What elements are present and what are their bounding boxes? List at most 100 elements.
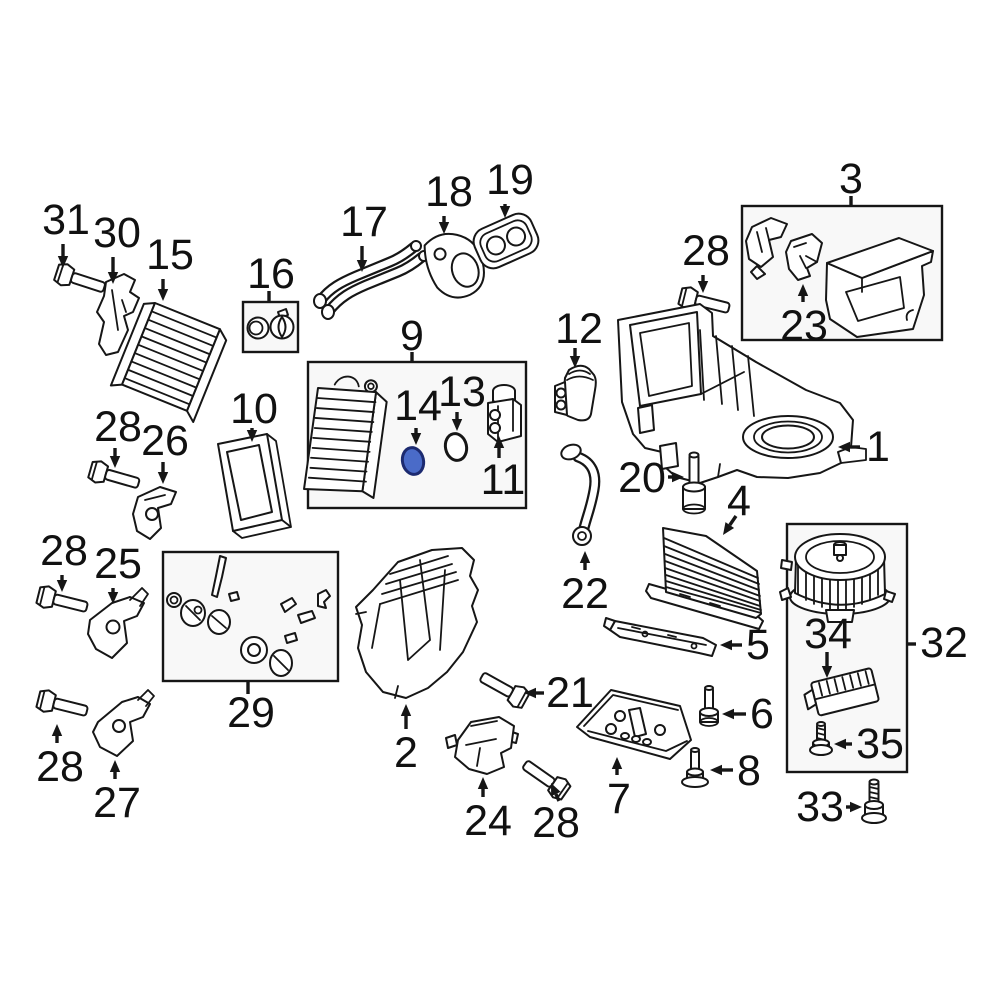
part-27-bracket-icon [92, 689, 155, 757]
part-8-stud-icon [681, 747, 709, 788]
part-28-bolt-icon [517, 754, 574, 803]
part-19-grommet-icon [472, 212, 540, 270]
part-label-35: 35 [856, 720, 904, 768]
part-label-11: 11 [481, 456, 526, 504]
part-33-bolt-icon [861, 778, 887, 824]
part-label-7: 7 [607, 775, 631, 823]
arrowhead-icon-12 [569, 356, 581, 368]
part-label-8: 8 [737, 747, 761, 795]
arrowhead-icon-14 [410, 433, 422, 445]
arrowhead-icon-33 [850, 801, 862, 813]
part-label-28e: 28 [36, 743, 84, 791]
part-label-23: 23 [780, 302, 828, 350]
part-label-1: 1 [866, 423, 890, 471]
arrowhead-icon-30 [107, 272, 119, 284]
part-label-27: 27 [93, 779, 141, 827]
part-31-bolt-icon [52, 260, 109, 300]
part-2-heater-housing-icon [355, 547, 479, 699]
part-label-28a: 28 [682, 227, 730, 275]
part-25-bracket-icon [87, 587, 149, 659]
part-13-oring-icon [443, 432, 469, 462]
part-22-hose-icon [560, 443, 601, 546]
part-28-bolt-icon [34, 687, 91, 723]
arrowhead-icon-11 [493, 436, 505, 448]
part-18-gasket-icon [423, 232, 485, 299]
part-label-5: 5 [746, 621, 770, 669]
part-label-24: 24 [464, 797, 512, 845]
part-label-6: 6 [750, 690, 774, 738]
arrowhead-icon-10 [246, 430, 258, 442]
part-3-bracket-icon [745, 217, 788, 280]
arrowhead-icon-26 [157, 472, 169, 484]
arrowhead-icon-21 [524, 687, 536, 699]
part-label-14: 14 [394, 382, 442, 430]
arrowhead-icon-18 [438, 222, 450, 234]
part-label-34: 34 [804, 610, 852, 658]
part-label-25: 25 [94, 540, 142, 588]
arrowhead-icon-19 [499, 206, 511, 218]
part-evaporator-icon [303, 375, 388, 500]
arrowhead-icon-28b [109, 456, 121, 468]
part-label-21: 21 [546, 669, 594, 717]
part-label-9: 9 [400, 312, 424, 360]
part-29-control-levers-icon [166, 555, 331, 677]
part-23-bracket-icon [785, 233, 823, 281]
part-26-bracket-icon [132, 486, 177, 540]
arrowhead-icon-28c [56, 580, 68, 592]
part-label-18: 18 [425, 168, 473, 216]
part-label-12: 12 [555, 305, 603, 353]
part-17-heater-pipes-icon [313, 240, 430, 320]
part-label-19: 19 [486, 156, 534, 204]
part-20-stud-icon [682, 451, 706, 515]
part-15-heater-core-icon [109, 302, 228, 423]
part-label-26: 26 [141, 417, 189, 465]
arrowhead-icon-13 [451, 419, 463, 431]
arrowhead-icon-28e [51, 724, 63, 736]
part-label-31: 31 [42, 196, 90, 244]
part-label-16: 16 [247, 250, 295, 298]
part-5-rail-icon [603, 617, 717, 657]
arrowhead-icon-15 [157, 289, 169, 301]
part-label-15: 15 [146, 231, 194, 279]
part-blower-motor-icon [779, 533, 896, 623]
part-10-seal-frame-icon [217, 433, 292, 539]
arrowhead-icon-22 [579, 551, 591, 563]
arrowhead-icon-7 [611, 757, 623, 769]
part-label-28c: 28 [40, 527, 88, 575]
arrowhead-icon-20 [672, 471, 684, 483]
part-7-mounting-plate-icon [576, 689, 692, 760]
part-label-20: 20 [618, 454, 666, 502]
part-label-28d: 28 [532, 799, 580, 847]
arrowhead-icon-2 [400, 704, 412, 716]
part-label-13: 13 [438, 368, 486, 416]
part-11-expansion-valve-icon [487, 384, 522, 443]
part-label-29: 29 [227, 689, 275, 737]
part-3-duct-tray-icon [825, 237, 934, 338]
arrowhead-icon-17 [356, 260, 368, 272]
part-label-4: 4 [727, 477, 751, 525]
part-label-17: 17 [340, 198, 388, 246]
arrowhead-icon-27 [109, 760, 121, 772]
part-label-2: 2 [394, 729, 418, 777]
part-label-22: 22 [561, 570, 609, 618]
arrowhead-icon-28d [551, 783, 561, 797]
arrow-line-28d [554, 793, 561, 802]
part-35-screw-icon [809, 721, 833, 756]
arrowhead-icon-6 [722, 708, 734, 720]
arrowhead-icon-4 [723, 522, 735, 535]
arrowhead-icon-34 [821, 666, 833, 678]
part-label-33: 33 [796, 783, 844, 831]
arrowhead-icon-24 [477, 777, 489, 789]
part-label-28b: 28 [94, 403, 142, 451]
arrowhead-icon-23 [797, 284, 809, 296]
arrowhead-icon-5 [720, 639, 732, 651]
part-label-32: 32 [920, 619, 968, 667]
arrowhead-icon-25 [107, 592, 119, 604]
arrowhead-icon-8 [710, 764, 722, 776]
part-34-resistor-icon [803, 667, 880, 717]
arrowhead-icon-31 [57, 256, 69, 268]
part-4-cabin-filter-icon [645, 527, 764, 630]
part-21-bolt-icon [475, 665, 532, 712]
